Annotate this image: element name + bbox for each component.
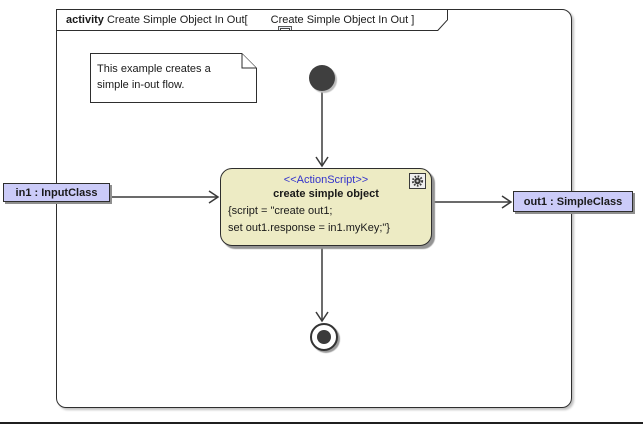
final-node-core — [317, 330, 331, 344]
action-script-line1: {script = "create out1; — [228, 205, 333, 217]
initial-node[interactable] — [309, 65, 335, 91]
output-pin-label: out1 : SimpleClass — [523, 195, 623, 208]
frame-title-suffix: Create Simple Object In Out ] — [270, 14, 415, 26]
output-parameter-pin[interactable]: out1 : SimpleClass — [513, 191, 633, 212]
activity-diagram-icon — [254, 14, 268, 27]
note-fold-corner — [241, 53, 257, 69]
gear-icon — [409, 173, 426, 189]
note-text-line2: simple in-out flow. — [97, 79, 185, 91]
window-bottom-edge — [0, 422, 643, 424]
action-node[interactable]: <<ActionScript>> create simple object {s… — [220, 168, 432, 246]
frame-title-name: Create Simple Object In Out[ — [106, 14, 251, 26]
input-parameter-pin[interactable]: in1 : InputClass — [3, 183, 110, 202]
input-pin-label: in1 : InputClass — [15, 186, 98, 199]
note-text-line1: This example creates a — [97, 63, 211, 75]
action-script-line2: set out1.response = in1.myKey;"} — [228, 222, 390, 234]
activity-final-node[interactable] — [310, 323, 338, 351]
frame-title-pentagon[interactable]: activity Create Simple Object In Out[ Cr… — [56, 9, 448, 31]
frame-title-keyword: activity — [66, 14, 107, 26]
action-stereotype: <<ActionScript>> — [283, 174, 369, 186]
comment-note[interactable]: This example creates a simple in-out flo… — [90, 53, 257, 103]
action-name: create simple object — [273, 188, 379, 200]
